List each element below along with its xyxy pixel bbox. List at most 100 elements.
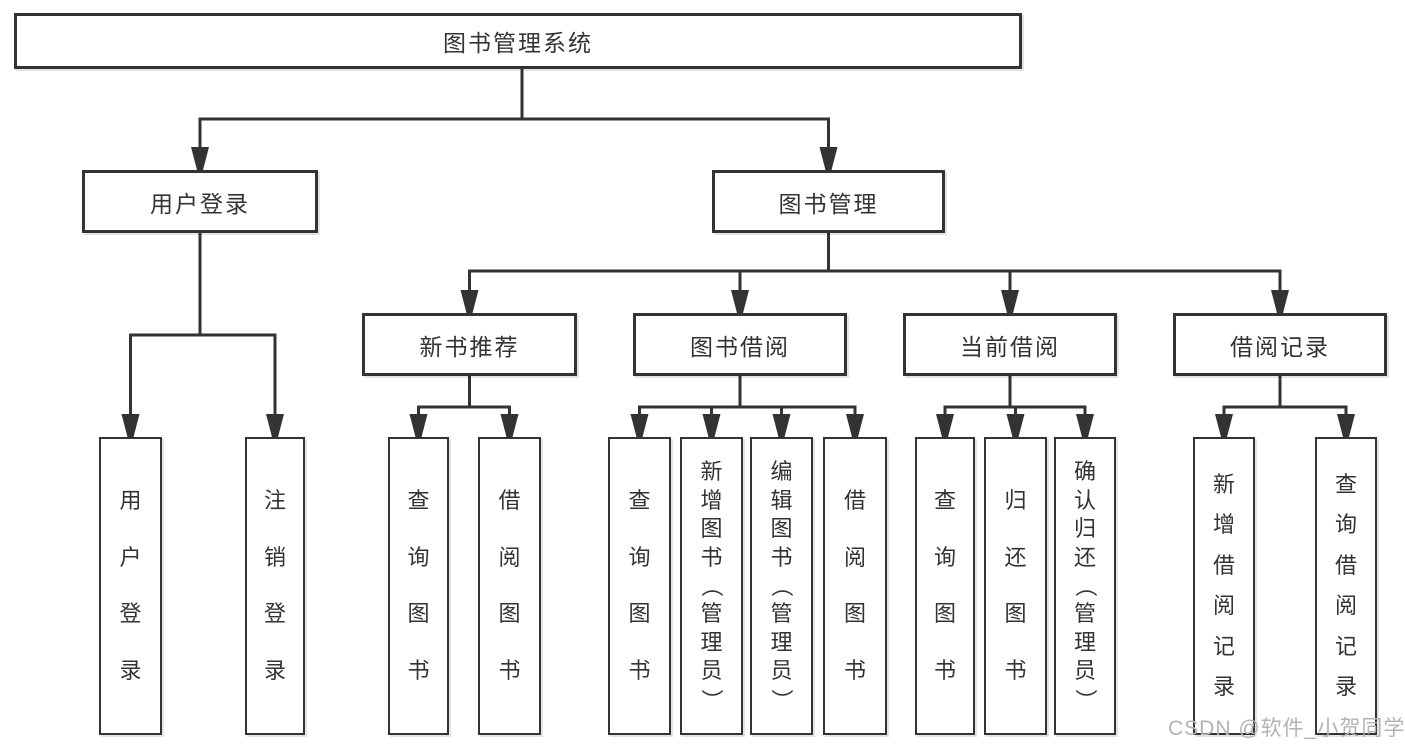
- leaf-user-1: 注销登录: [245, 437, 305, 735]
- arrowhead-icon: [731, 290, 749, 315]
- label-char: 认: [1073, 487, 1096, 513]
- label-char: 询: [1334, 512, 1357, 538]
- label-char: 借: [1334, 552, 1357, 578]
- arrowhead-icon: [819, 147, 838, 172]
- node-section-1: 图书借阅: [633, 313, 847, 376]
- label-char: 查: [933, 487, 956, 513]
- label-char: 户: [119, 544, 142, 570]
- paren-char: （: [1072, 574, 1098, 597]
- label-char: 书: [843, 658, 866, 684]
- arrowhead-icon: [1006, 414, 1025, 439]
- node-label: 当前借阅: [960, 333, 1060, 360]
- node-user-login: 用户登录: [82, 170, 318, 233]
- label-char: 图: [700, 516, 723, 542]
- label-char: 管: [1073, 601, 1096, 627]
- root-node-library-management-system: 图书管理系统: [14, 13, 1022, 69]
- label-char: 辑: [770, 487, 793, 513]
- label-char: 销: [263, 544, 286, 570]
- label-char: 图: [1004, 601, 1027, 627]
- arrowhead-icon: [1001, 290, 1019, 315]
- label-char: 录: [1212, 674, 1235, 700]
- label-char: 图: [843, 601, 866, 627]
- label-char: 书: [933, 658, 956, 684]
- label-char: 阅: [498, 544, 521, 570]
- arrowhead-icon: [500, 414, 519, 439]
- node-label: 借阅记录: [1230, 333, 1330, 360]
- label-char: 询: [407, 544, 430, 570]
- node-label: 图书管理: [778, 190, 879, 217]
- label-char: 图: [628, 601, 651, 627]
- paren-char: ）: [699, 688, 725, 711]
- label-char: 书: [700, 544, 723, 570]
- label-char: 归: [1073, 516, 1096, 542]
- label-char: 员: [1073, 658, 1096, 684]
- paren-char: ）: [769, 688, 795, 711]
- label-char: 查: [407, 487, 430, 513]
- arrowhead-icon: [936, 414, 954, 439]
- label-char: 图: [770, 516, 793, 542]
- label-char: 新: [700, 459, 723, 485]
- node-section-3: 借阅记录: [1173, 313, 1387, 376]
- label-char: 理: [700, 629, 723, 655]
- arrowhead-icon: [1215, 414, 1233, 439]
- label-char: 记: [1212, 633, 1235, 659]
- arrowhead-icon: [460, 290, 479, 315]
- label-char: 员: [770, 658, 793, 684]
- arrowhead-icon: [772, 414, 791, 439]
- leaf-section-3-child-1: 查询借阅记录: [1315, 437, 1377, 735]
- arrowhead-icon: [846, 414, 864, 439]
- leaf-section-1-child-2: 编辑图书 （ 管理员 ）: [750, 437, 813, 735]
- paren-char: （: [769, 574, 795, 597]
- label-char: 登: [119, 601, 142, 627]
- label-char: 书: [770, 544, 793, 570]
- label-char: 阅: [1334, 593, 1357, 619]
- arrowhead-icon: [1337, 414, 1355, 439]
- node-section-2: 当前借阅: [903, 313, 1117, 376]
- label-char: 理: [1073, 629, 1096, 655]
- label-char: 借: [1212, 552, 1235, 578]
- leaf-section-1-child-3: 借阅图书: [823, 437, 887, 735]
- leaf-section-3-child-0: 新增借阅记录: [1193, 437, 1255, 735]
- label-char: 编: [770, 459, 793, 485]
- label-char: 借: [498, 487, 521, 513]
- label-char: 管: [770, 601, 793, 627]
- label-char: 借: [843, 487, 866, 513]
- label-char: 书: [407, 658, 430, 684]
- label-char: 理: [770, 629, 793, 655]
- label-char: 书: [1004, 658, 1027, 684]
- leaf-section-2-child-0: 查询图书: [915, 437, 975, 735]
- label-char: 管: [700, 601, 723, 627]
- label-char: 新: [1212, 471, 1235, 497]
- label-char: 询: [933, 544, 956, 570]
- label-char: 确: [1073, 459, 1096, 485]
- node-section-0: 新书推荐: [362, 313, 577, 376]
- leaf-section-2-child-1: 归还图书: [984, 437, 1047, 735]
- label-char: 还: [1073, 544, 1096, 570]
- label-char: 登: [263, 601, 286, 627]
- node-label: 新书推荐: [419, 333, 520, 360]
- label-char: 书: [628, 658, 651, 684]
- label-char: 录: [263, 658, 286, 684]
- label-char: 增: [700, 487, 723, 513]
- label-char: 图: [498, 601, 521, 627]
- arrowhead-icon: [630, 414, 649, 439]
- label-char: 记: [1334, 633, 1357, 659]
- label-char: 录: [1334, 674, 1357, 700]
- label-char: 图: [933, 601, 956, 627]
- leaf-user-0: 用户登录: [99, 437, 162, 735]
- csdn-watermark: CSDN @软件_小贺同学: [1168, 717, 1405, 740]
- leaf-section-1-child-1: 新增图书（管理员）: [680, 437, 743, 735]
- arrowhead-icon: [702, 414, 721, 439]
- arrowhead-icon: [121, 414, 140, 439]
- root-node-label: 图书管理系统: [443, 30, 593, 56]
- leaf-section-2-child-2: 确认归还（管理员）: [1054, 437, 1116, 735]
- label-char: 员: [700, 658, 723, 684]
- leaf-section-0-child-1: 借阅图书: [478, 437, 541, 735]
- label-char: 注: [263, 487, 286, 513]
- label-char: 阅: [843, 544, 866, 570]
- arrowhead-icon: [1076, 414, 1094, 439]
- label-char: 阅: [1212, 593, 1235, 619]
- leaf-section-1-child-0: 查询图书: [608, 437, 671, 735]
